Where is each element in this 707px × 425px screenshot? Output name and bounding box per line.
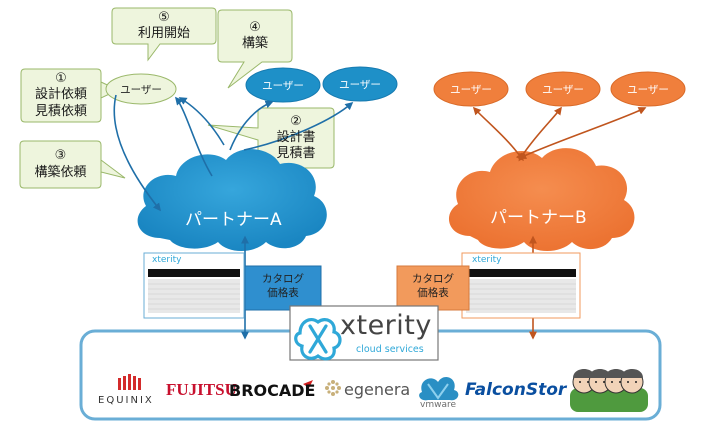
equinix-logo-mark [118, 374, 141, 390]
catalog-doc-a [143, 252, 245, 319]
callout-design-line2: 見積依頼 [34, 103, 87, 119]
user-b2-label: ユーザー [542, 84, 584, 96]
user-a1-ellipse [245, 67, 321, 103]
fujitsu-logo: FUJITSU [166, 380, 237, 399]
callout-order-number: ③ [54, 148, 67, 164]
catalog-tag-b-bg [396, 265, 470, 311]
catalog-tag-b: カタログ 価格表 [397, 273, 469, 300]
support-staff-icon [570, 369, 648, 412]
user-b3-ellipse [610, 71, 686, 107]
brocade-logo-mark [303, 380, 313, 388]
partner-b-label: パートナーB [490, 208, 587, 228]
callout-order-text: 構築依頼 [34, 164, 87, 180]
user-b1-label: ユーザー [450, 84, 492, 96]
callout-start-usage: ⑤ 利用開始 [112, 8, 216, 44]
callout-design-request: ① 設計依頼 見積依頼 [21, 69, 101, 122]
xterity-tagline: cloud services [356, 344, 424, 355]
catalog-tag-a-line1: カタログ [262, 273, 304, 285]
callout-start-text: 利用開始 [137, 26, 190, 41]
user-b3-label: ユーザー [627, 84, 669, 96]
callout-shapes [19, 7, 335, 189]
falconstor-logo: FalconStor [465, 380, 567, 400]
user-a-main-label: ユーザー [120, 84, 162, 96]
catalog-doc-b [461, 252, 581, 319]
user-a-main-ellipse [105, 73, 177, 105]
equinix-logo: EQUINIX [98, 395, 154, 406]
callout-design-number: ① [55, 71, 67, 87]
egenera-logo-mark [325, 380, 341, 396]
catalog-doc-b-brand: xterity [472, 255, 502, 265]
callout-quote-number: ② [290, 113, 302, 129]
catalog-tag-a-line2: 価格表 [267, 286, 299, 299]
xterity-logo-text: xterity [340, 310, 432, 341]
user-a2-label: ユーザー [339, 79, 381, 91]
catalog-tag-a-bg [244, 265, 322, 311]
callout-start-number: ⑤ [158, 9, 170, 25]
callout-build-request: ③ 構築依頼 [20, 141, 101, 188]
callout-quote-line2: 見積書 [276, 146, 316, 162]
user-b2-ellipse [525, 71, 601, 107]
partner-a-label: パートナーA [185, 210, 282, 230]
callout-build-text: 構築 [241, 36, 268, 51]
callout-quote-line1: 設計書 [276, 129, 316, 145]
xterity-knot-icon [294, 318, 342, 361]
user-a1-label: ユーザー [262, 80, 304, 92]
vmware-logo: vmware [420, 400, 457, 410]
catalog-doc-a-brand: xterity [152, 255, 182, 265]
cloud-partner-b [448, 148, 635, 251]
user-b1-ellipse [433, 71, 509, 107]
callout-quote: ② 設計書 見積書 [258, 108, 334, 168]
catalog-tag-a: カタログ 価格表 [245, 273, 321, 300]
catalog-tag-b-line2: 価格表 [417, 286, 449, 299]
brocade-logo: BROCADE [229, 381, 316, 400]
callout-build-number: ④ [249, 19, 261, 35]
egenera-logo: egenera [344, 380, 411, 399]
catalog-tag-b-line1: カタログ [412, 273, 454, 285]
vmware-logo-mark [419, 376, 459, 401]
callout-build: ④ 構築 [218, 10, 292, 62]
user-a2-ellipse [322, 66, 398, 102]
cloud-partner-a [137, 149, 327, 251]
callout-design-line1: 設計依頼 [34, 87, 87, 103]
